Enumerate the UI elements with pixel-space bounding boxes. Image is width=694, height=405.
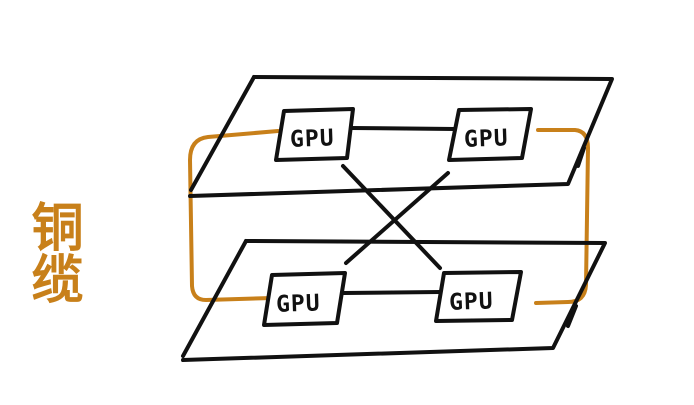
link-cross-a	[341, 164, 442, 270]
bottom-board-right-tick	[566, 304, 578, 328]
gpu-chip: GPU	[262, 271, 347, 327]
gpu-chip: GPU	[434, 270, 523, 323]
gpu-label: GPU	[464, 125, 509, 153]
link-top-horizontal	[349, 126, 457, 131]
copper-cable-left	[188, 129, 280, 302]
bottom-board-outline	[181, 239, 607, 362]
top-board-right-tick	[576, 146, 586, 168]
link-bottom-horizontal	[342, 290, 442, 295]
gpu-label: GPU	[290, 125, 335, 153]
gpu-chip-outline	[434, 270, 523, 323]
gpu-chip: GPU	[274, 107, 355, 162]
bottom-board-left-edge	[181, 239, 248, 358]
gpu-chip-outline	[262, 271, 347, 327]
link-cross-b	[344, 171, 450, 265]
cable-label: 铜缆	[22, 200, 83, 304]
top-board-left-edge	[189, 75, 256, 192]
top-board	[188, 75, 614, 198]
top-board-outline	[188, 75, 614, 198]
gpu-links	[341, 126, 457, 295]
gpu-chip: GPU	[447, 107, 533, 162]
bottom-board	[181, 239, 607, 362]
gpu-label: GPU	[449, 288, 494, 316]
gpu-chip-outline	[447, 107, 533, 162]
gpu-chip-outline	[274, 107, 355, 162]
gpu-label: GPU	[276, 290, 321, 318]
